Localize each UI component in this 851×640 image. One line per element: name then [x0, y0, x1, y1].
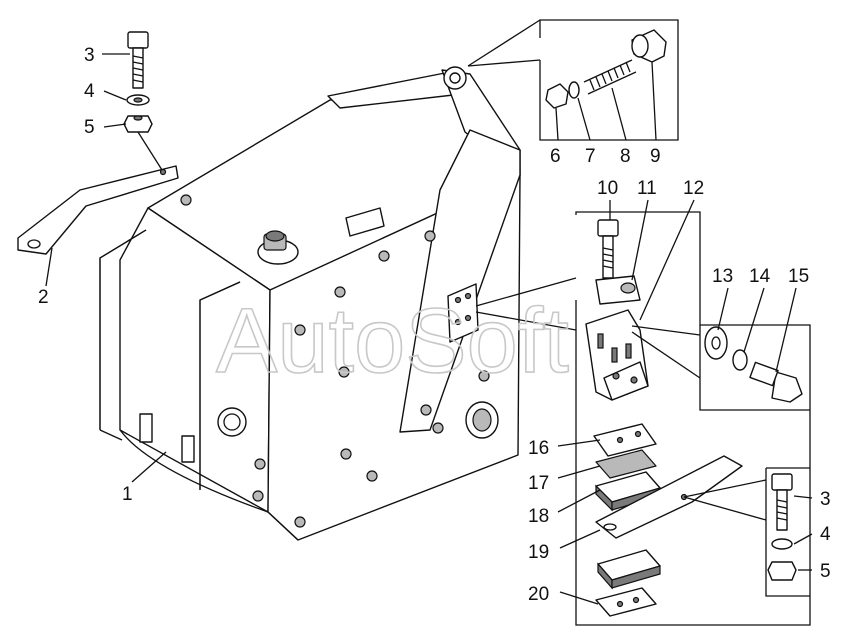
- callout-6: 6: [550, 146, 561, 167]
- callout-18: 18: [528, 506, 549, 527]
- callout-20: 20: [528, 584, 549, 605]
- callout-2: 2: [38, 287, 49, 308]
- callout-14: 14: [749, 266, 771, 287]
- mounting-bracket-part-2: [17, 165, 179, 255]
- callout-8: 8: [620, 146, 631, 167]
- callout-10: 10: [597, 178, 618, 199]
- callout-1: 1: [122, 484, 133, 505]
- callout-4-top: 4: [84, 81, 95, 102]
- callout-5-top: 5: [84, 117, 95, 138]
- callout-17: 17: [528, 473, 549, 494]
- fuel-tank: [99, 66, 521, 541]
- callout-12: 12: [683, 178, 704, 199]
- detail-box-6-9: [467, 19, 679, 141]
- tank-bolt-heads: [180, 194, 490, 528]
- callout-7: 7: [585, 146, 596, 167]
- callout-15: 15: [788, 266, 809, 287]
- callout-11: 11: [637, 178, 657, 199]
- callout-5-bottom: 5: [820, 561, 831, 582]
- watermark-text: AutoSoft: [216, 290, 569, 392]
- callout-13: 13: [712, 266, 733, 287]
- fastener-stack-top-left: [123, 31, 163, 171]
- callout-3-top: 3: [84, 45, 95, 66]
- callout-9: 9: [650, 146, 661, 167]
- leader-lines: [45, 53, 813, 605]
- detail-box-10-20: [475, 211, 811, 626]
- callout-19: 19: [528, 542, 549, 563]
- callout-numbers: 3 4 5 2 1 6 7 8 9 10 11 12 13 14 15 16 1…: [38, 45, 831, 605]
- callout-16: 16: [528, 438, 549, 459]
- callout-4-bottom: 4: [820, 524, 831, 545]
- callout-3-bottom: 3: [820, 489, 831, 510]
